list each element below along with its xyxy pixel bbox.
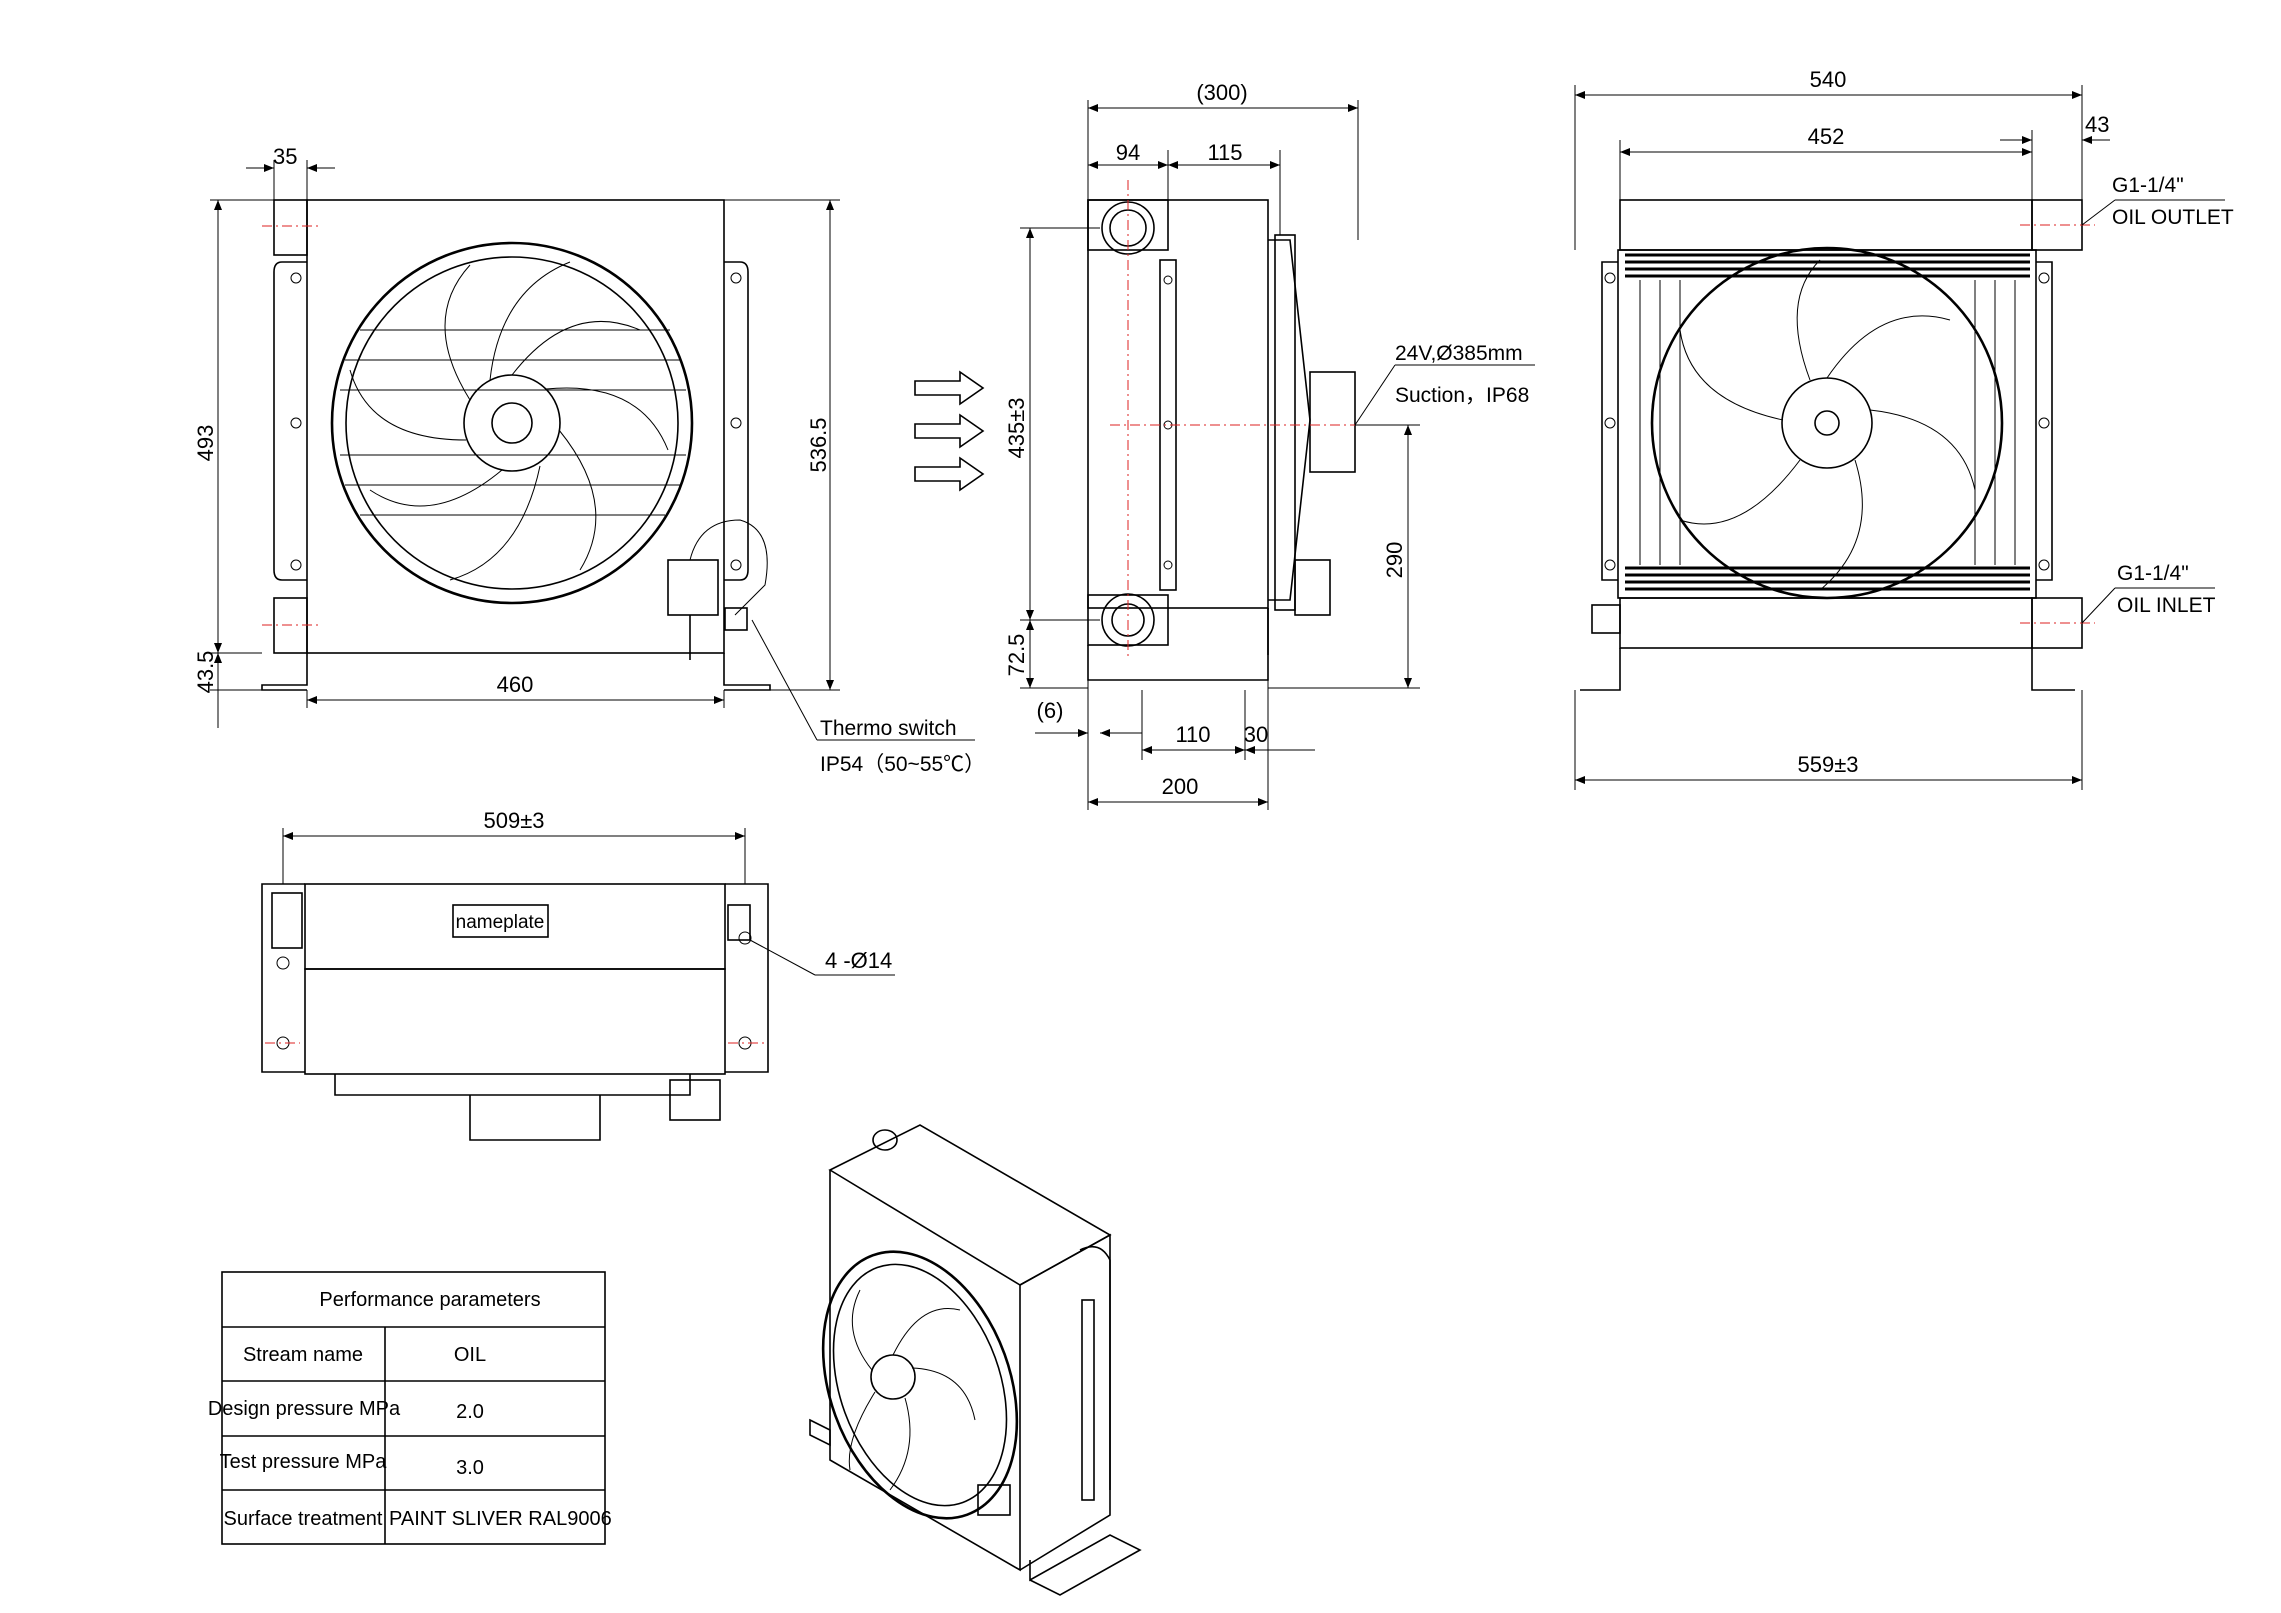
mounting-holes-label: 4 -Ø14: [825, 948, 892, 973]
outlet-thread: G1-1/4": [2112, 174, 2184, 197]
dim-foot-total: 200: [1162, 774, 1199, 799]
table-row-label: Surface treatment: [224, 1508, 383, 1530]
airflow-arrows-icon: [914, 370, 985, 492]
dim-port-spacing: 435±3: [1004, 397, 1029, 458]
table-row-value: OIL: [454, 1344, 486, 1366]
table-row-value: PAINT SLIVER RAL9006: [389, 1508, 612, 1530]
table-row-label: Test pressure MPa: [220, 1451, 388, 1473]
dim-height-left: 493: [193, 425, 218, 462]
dim-bottom: 43.5: [193, 651, 218, 694]
front-view: 35 493 43.5 536.5 460 Thermo switch IP54…: [193, 144, 985, 776]
dim-top-flange: 35: [273, 144, 297, 169]
dim-rear-port: 43: [2085, 112, 2109, 137]
dim-core-depth: 94: [1116, 140, 1140, 165]
dim-rear-overall: 540: [1810, 67, 1847, 92]
dim-foot-b: 30: [1244, 722, 1268, 747]
dim-foot-a: 110: [1175, 722, 1210, 747]
inlet-label: OIL INLET: [2117, 594, 2216, 617]
motor-protection: Suction，IP68: [1395, 384, 1529, 407]
rear-view: 540 452 43 G1-1/4" OIL OUTLET G1-1/4" OI…: [1574, 67, 2234, 790]
dim-top-width: 509±3: [483, 808, 544, 833]
dim-overall-depth: (300): [1196, 80, 1247, 105]
table-row-value: 3.0: [456, 1457, 484, 1479]
dim-bottom-port: 72.5: [1004, 634, 1029, 677]
thermo-switch-rating: IP54（50~55℃）: [820, 753, 985, 776]
isometric-view: [809, 1124, 1142, 1596]
table-row-value: 2.0: [456, 1401, 484, 1423]
side-view: (300) 94 115 435±3 72.5 290 24V,Ø385mm S…: [1004, 80, 1535, 810]
dim-rear-core: 452: [1808, 124, 1845, 149]
dim-width: 460: [497, 672, 534, 697]
motor-spec: 24V,Ø385mm: [1395, 342, 1523, 365]
table-title: Performance parameters: [319, 1289, 540, 1311]
dim-rear-base: 559±3: [1797, 752, 1858, 777]
thermo-switch-label: Thermo switch: [820, 717, 957, 740]
fan-icon: [330, 241, 694, 605]
performance-table: Performance parameters Stream name OIL D…: [208, 1271, 612, 1545]
outlet-label: OIL OUTLET: [2112, 206, 2234, 229]
top-view: nameplate 509±3 4 -Ø14: [261, 808, 895, 1141]
nameplate-label: nameplate: [456, 912, 545, 933]
dim-fan-depth: 115: [1207, 140, 1242, 165]
dim-height-right: 536.5: [806, 417, 831, 472]
dim-fan-center: 290: [1382, 542, 1407, 579]
table-row-label: Stream name: [243, 1344, 363, 1366]
dim-offset: (6): [1037, 698, 1064, 723]
inlet-thread: G1-1/4": [2117, 562, 2189, 585]
table-row-label: Design pressure MPa: [208, 1398, 401, 1420]
